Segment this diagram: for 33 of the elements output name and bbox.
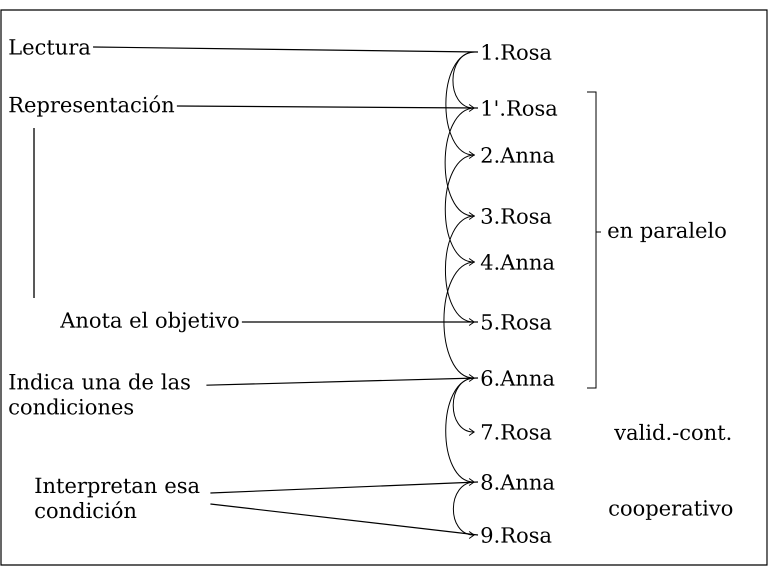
curved-arrow bbox=[445, 378, 476, 486]
leader-line bbox=[210, 503, 478, 536]
step-label: 9.Rosa bbox=[482, 527, 552, 543]
curved-arrow bbox=[445, 52, 476, 159]
group-label: valid.-cont. bbox=[614, 424, 730, 440]
group-label: en paralelo bbox=[608, 222, 726, 242]
leader-line bbox=[176, 105, 478, 109]
step-label: 5.Rosa bbox=[482, 314, 552, 330]
curved-arrow bbox=[452, 482, 476, 539]
step-label: 1'.Rosa bbox=[482, 100, 558, 116]
curved-arrow bbox=[444, 216, 476, 326]
step-label: 3.Rosa bbox=[482, 208, 552, 224]
leader-line bbox=[242, 321, 478, 323]
step-label: 4.Anna bbox=[480, 254, 554, 270]
activity-label: Interpretan esa condición bbox=[35, 478, 200, 518]
leader-line bbox=[93, 46, 478, 53]
step-label: 2.Anna bbox=[482, 147, 554, 163]
step-label: 7.Rosa bbox=[482, 424, 552, 440]
curved-arrow bbox=[452, 378, 476, 436]
curved-arrow bbox=[452, 52, 476, 112]
leader-line bbox=[206, 377, 478, 386]
step-label: 1.Rosa bbox=[482, 44, 552, 60]
step-label: 6.Anna bbox=[482, 370, 554, 386]
leader-line bbox=[210, 481, 478, 494]
activity-label: Indica una de las condiciones bbox=[9, 373, 190, 415]
activity-label: Lectura bbox=[9, 39, 90, 55]
activity-label: Representación bbox=[9, 95, 174, 117]
group-label: cooperativo bbox=[609, 500, 732, 520]
curved-arrow bbox=[444, 154, 476, 266]
curved-arrow bbox=[443, 262, 476, 382]
curved-arrow bbox=[444, 108, 476, 220]
activity-label: Anota el objetivo bbox=[60, 312, 239, 332]
step-label: 8.Anna bbox=[482, 474, 554, 490]
